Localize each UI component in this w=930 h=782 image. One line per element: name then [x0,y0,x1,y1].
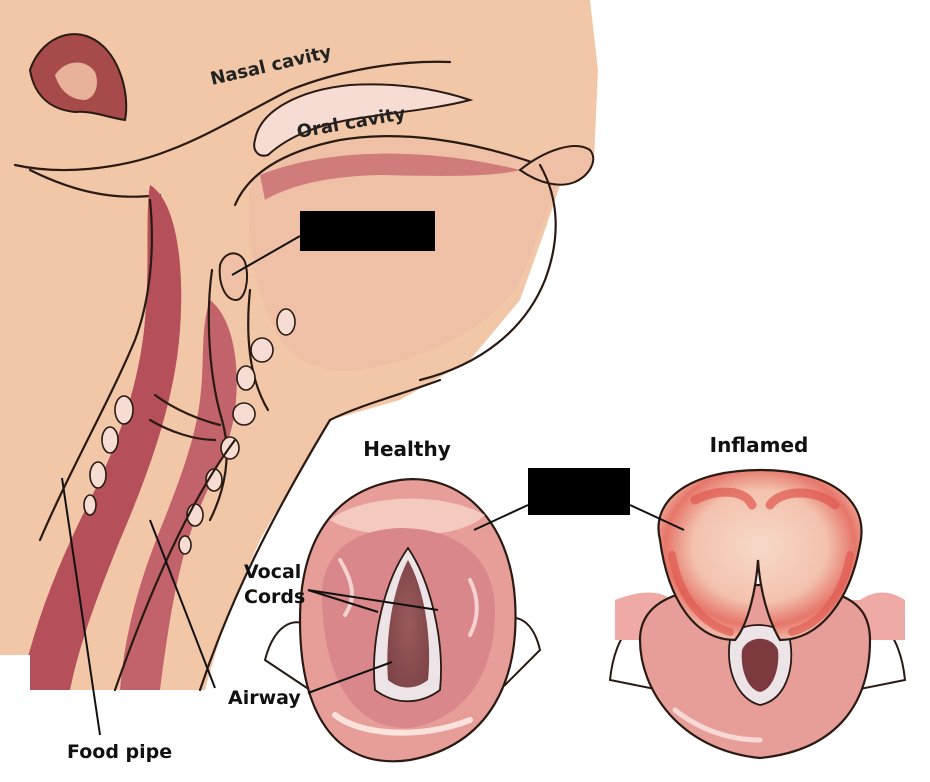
label-airway: Airway [228,687,301,709]
redaction-box-middle [528,468,630,515]
inflamed-larynx [610,470,905,758]
label-food-pipe: Food pipe [67,741,172,763]
healthy-larynx [265,479,540,761]
label-inflamed: Inflamed [710,433,809,457]
redaction-box-top [300,211,435,251]
label-cords: Cords [244,586,305,608]
label-healthy: Healthy [363,437,451,461]
label-vocal: Vocal [244,561,301,583]
